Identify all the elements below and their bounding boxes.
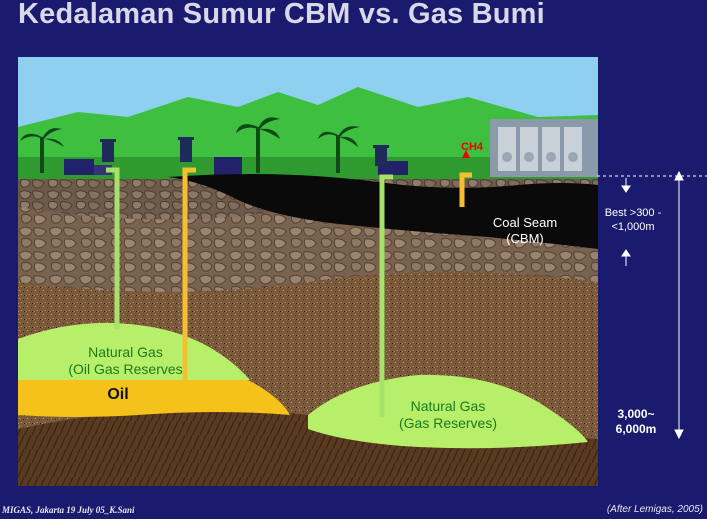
footer-left: MIGAS, Jakarta 19 July 05_K.Sani xyxy=(2,505,135,515)
arrow-down-icon xyxy=(621,185,631,193)
natural-gas-oil-reserves xyxy=(18,322,250,380)
building-icon xyxy=(64,157,408,175)
arrow-up-icon xyxy=(621,249,631,257)
best-depth-annotation: Best >300 - <1,000m xyxy=(604,207,662,233)
ground-surface xyxy=(18,157,598,179)
natural-gas-gas-reserves xyxy=(308,374,588,449)
natural-gas-oil-reserves-text: Natural Gas (Oil Gas Reserves xyxy=(68,344,183,377)
natural-gas-gas-reserves-text: Natural Gas (Gas Reserves) xyxy=(398,398,498,431)
slide-title: Kedalaman Sumur CBM vs. Gas Bumi xyxy=(18,0,545,30)
arrow-down-icon xyxy=(674,429,684,440)
basement-layer xyxy=(18,408,598,486)
natural-gas-oil-reserves-label: Natural Gas (Oil Gas Reserves xyxy=(38,344,213,378)
palm-tree-icon xyxy=(20,117,360,173)
oil-reservoir xyxy=(18,380,290,417)
oil-derrick-icon xyxy=(100,137,389,166)
cross-section-illustration xyxy=(18,57,598,486)
coal-seam-label: Coal Seam (CBM) xyxy=(470,215,580,246)
ch4-arrow-icon xyxy=(462,150,470,158)
arrow-up-icon xyxy=(674,170,684,181)
ch4-label: CH4 xyxy=(461,141,484,153)
natural-gas-gas-reserves-label: Natural Gas (Gas Reserves) xyxy=(368,398,528,432)
coal-seam-text: Coal Seam (CBM) xyxy=(492,215,558,246)
cbm-plant-icon xyxy=(490,119,598,177)
cbm-vs-gas-well-diagram: Natural Gas (Oil Gas Reserves Oil Natura… xyxy=(18,57,598,486)
hills xyxy=(18,87,598,177)
conventional-depth-annotation: 3,000~ 6,000m xyxy=(615,407,657,436)
footer-right: (After Lemigas, 2005) xyxy=(606,504,703,515)
oil-label: Oil xyxy=(107,386,129,403)
well-pipes xyxy=(106,167,472,417)
